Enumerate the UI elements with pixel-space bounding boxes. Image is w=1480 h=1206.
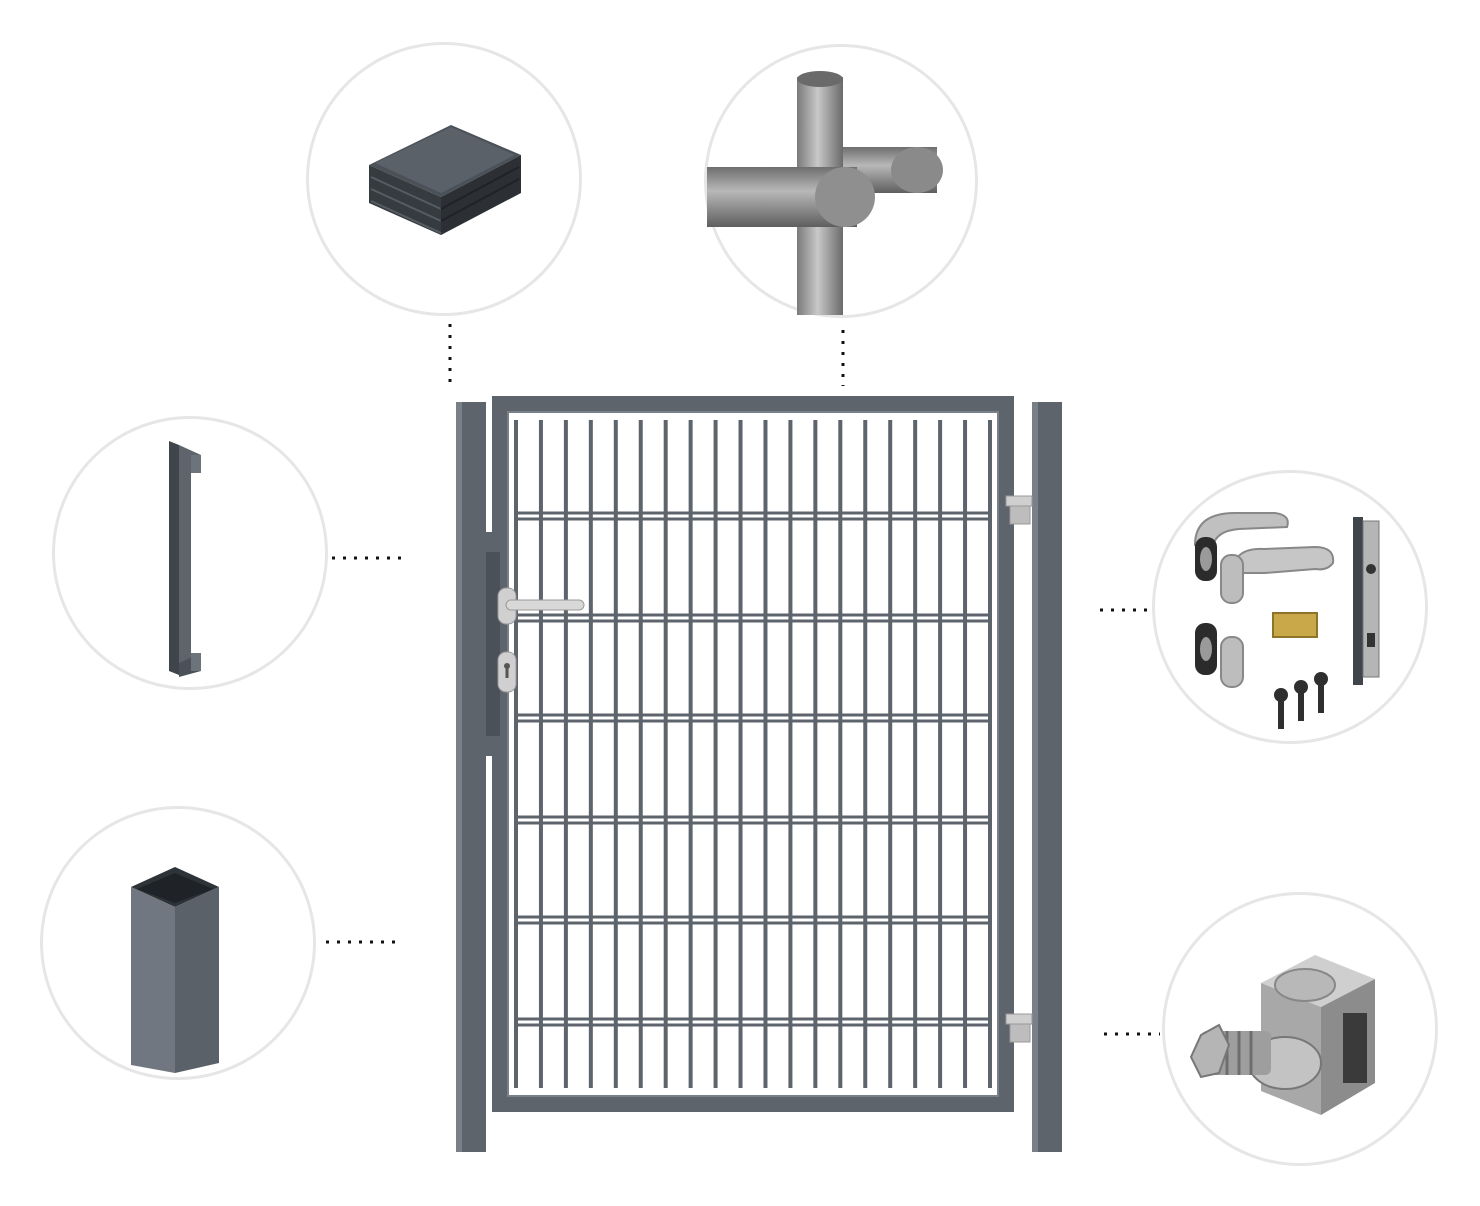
gate-frame <box>492 396 1014 1112</box>
hardware-set-callout <box>1152 470 1428 744</box>
square-post-callout <box>40 806 316 1080</box>
square-post-icon <box>131 867 219 1073</box>
adjustable-hinge-icon <box>1189 955 1375 1115</box>
square-post-cap-icon <box>369 125 521 235</box>
lock-bar <box>486 532 500 756</box>
connector-hinge <box>1104 1032 1160 1036</box>
weld-joint-callout <box>704 44 978 318</box>
connector-weld-joint <box>841 330 845 386</box>
strike-profile-icon <box>169 441 201 677</box>
connector-square-post <box>326 940 398 944</box>
round-bar-cross-joint-icon <box>707 71 943 315</box>
upper-hinge <box>1005 495 1033 525</box>
connector-strike-profile <box>332 556 404 560</box>
hinge-callout <box>1162 892 1438 1166</box>
connector-post-cap <box>448 324 452 384</box>
mesh-horizontal-wires <box>516 511 990 1027</box>
post-cap-callout <box>306 42 582 316</box>
mesh-vertical-wires <box>514 420 992 1088</box>
lower-hinge <box>1005 1013 1033 1043</box>
connector-hardware-set <box>1100 608 1148 612</box>
handle-lock-set-icon <box>1193 512 1380 729</box>
strike-profile-callout <box>52 416 328 690</box>
door-handle <box>505 599 585 611</box>
gate <box>456 396 1062 1152</box>
